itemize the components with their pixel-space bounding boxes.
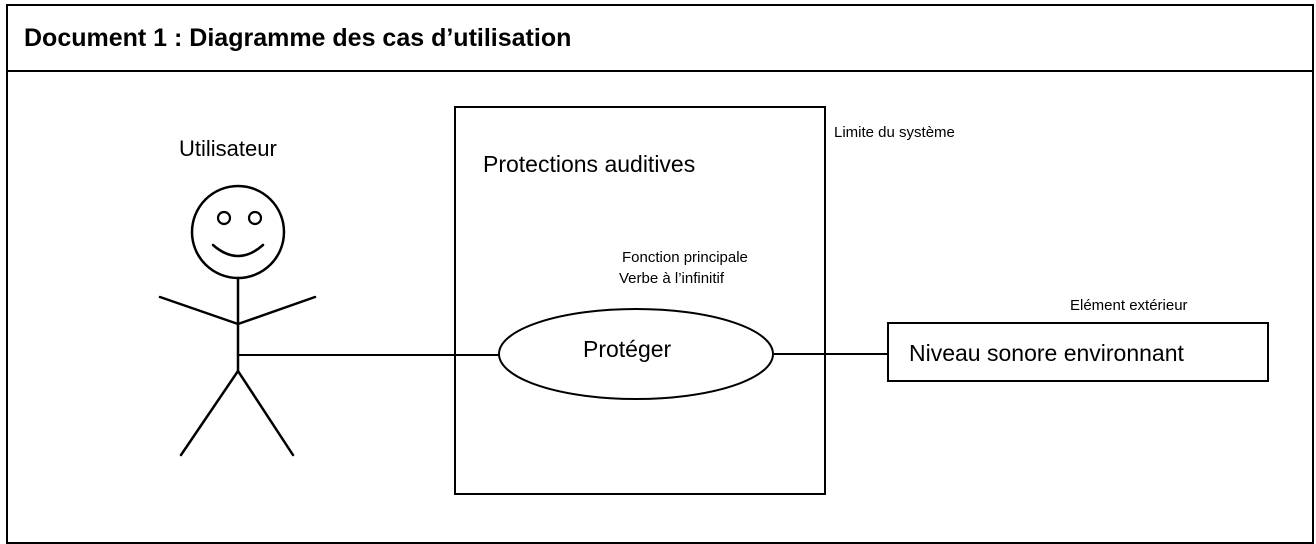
actor-label: Utilisateur: [179, 136, 277, 161]
actor-left-eye: [216, 210, 232, 226]
external-element-label: Niveau sonore environnant: [909, 340, 1184, 366]
system-boundary-label: Limite du système: [834, 124, 955, 141]
actor-right-eye: [247, 210, 263, 226]
use-case-ellipse: [498, 308, 774, 400]
use-case-annotation-line2: Verbe à l’infinitif: [619, 270, 725, 287]
external-element-box: [887, 322, 1269, 382]
use-case-diagram: [158, 106, 1269, 495]
actor-head: [190, 184, 286, 280]
document-title: Document 1 : Diagramme des cas d’utilisa…: [24, 24, 572, 52]
use-case-annotation-line1: Fonction principale: [622, 249, 748, 266]
actor-right-arm: [236, 295, 317, 326]
system-boundary-box: [454, 106, 826, 495]
external-element-annotation: Elément extérieur: [1070, 297, 1188, 314]
actor-left-leg: [179, 369, 240, 457]
actor-smile: [211, 243, 265, 258]
system-title: Protections auditives: [483, 151, 696, 177]
actor-stick-figure: [158, 184, 317, 457]
actor-left-arm: [158, 295, 240, 326]
document-header: Document 1 : Diagramme des cas d’utilisa…: [8, 6, 1312, 72]
actor-right-leg: [236, 369, 295, 457]
use-case-label: Protéger: [583, 336, 672, 362]
